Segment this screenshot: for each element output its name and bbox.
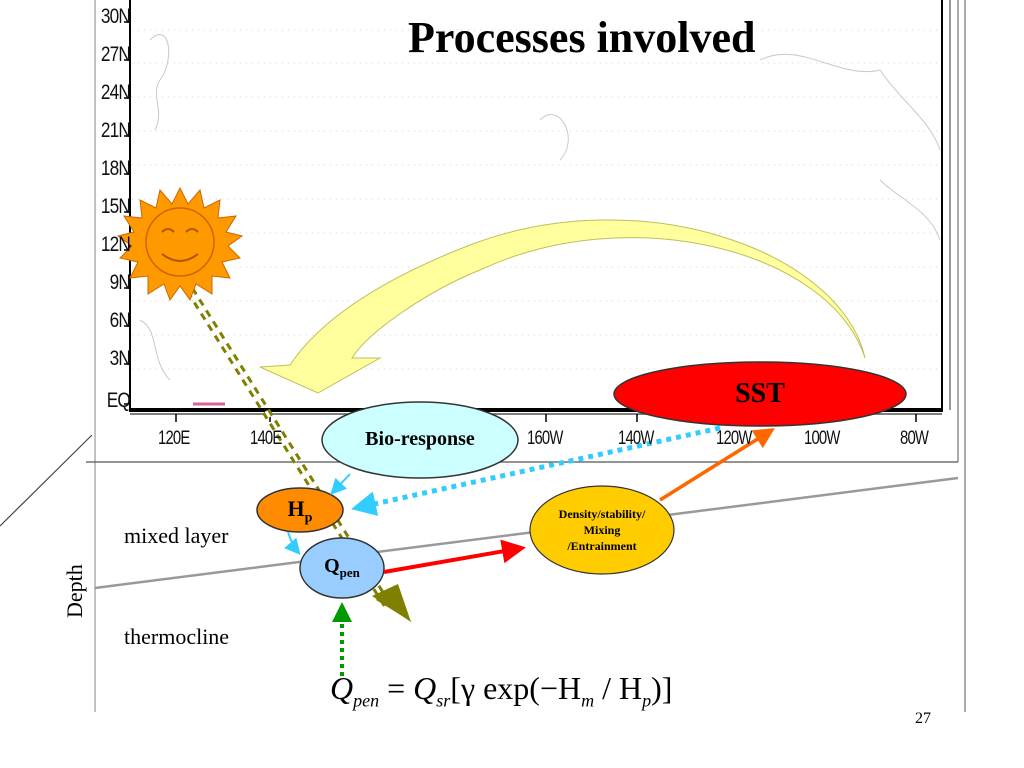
sst-ellipse bbox=[613, 361, 907, 427]
density-ellipse bbox=[529, 485, 675, 575]
eq-rest: [γ exp(−H bbox=[450, 670, 582, 706]
hp-main-text: H bbox=[287, 496, 305, 521]
hp-sub-text: p bbox=[304, 510, 313, 526]
qpen-ellipse bbox=[299, 537, 385, 599]
hp-to-qpen-arrow bbox=[284, 531, 301, 556]
density-to-sst-arrow bbox=[659, 428, 775, 502]
lat-label: 27N bbox=[100, 43, 131, 66]
lat-label: 3N bbox=[109, 347, 131, 370]
lon-label: 140E bbox=[250, 428, 282, 449]
qpen-equation: Qpen = Qsr[γ exp(−Hm / Hp)] bbox=[330, 670, 672, 711]
eq-equals: = bbox=[379, 670, 414, 706]
eq-q: Q bbox=[413, 670, 437, 706]
thermocline-boundary bbox=[94, 476, 959, 590]
bio-to-hp-arrow bbox=[330, 473, 351, 495]
lat-label: 21N bbox=[100, 119, 131, 142]
sun-icon bbox=[116, 186, 244, 302]
qpen-label: Qpen bbox=[302, 555, 382, 581]
map-grid bbox=[132, 29, 940, 370]
lat-label: 6N bbox=[109, 309, 131, 332]
hp-label: Hp bbox=[270, 496, 330, 526]
lon-label: 120W bbox=[716, 428, 752, 449]
bio-response-label: Bio-response bbox=[365, 428, 475, 450]
lat-label: 24N bbox=[100, 81, 131, 104]
lat-label: 9N bbox=[109, 271, 131, 294]
depth-label: Depth bbox=[62, 564, 87, 618]
density-label: Density/stability/ Mixing /Entrainment bbox=[532, 506, 672, 554]
ocean-slab-outline bbox=[0, 0, 966, 712]
lat-label: 30N bbox=[100, 5, 131, 28]
eq-lhs: Q bbox=[330, 670, 354, 706]
density-line-2: Mixing bbox=[583, 523, 621, 537]
eq-lhs-sub: pen bbox=[353, 690, 380, 711]
slide-title: Processes involved bbox=[408, 13, 756, 62]
qpen-sub-text: pen bbox=[339, 565, 360, 580]
eq-close: )] bbox=[651, 670, 673, 706]
lon-label: 80W bbox=[900, 428, 929, 449]
qpen-main-text: Q bbox=[324, 555, 340, 577]
qpen-to-density-arrow bbox=[383, 539, 526, 574]
sst-label: SST bbox=[735, 378, 785, 409]
lon-label: 120E bbox=[158, 428, 190, 449]
page-number: 27 bbox=[915, 710, 931, 727]
lat-label: 18N bbox=[100, 157, 131, 180]
coastlines bbox=[139, 34, 941, 381]
big-curved-arrow bbox=[259, 219, 866, 394]
lat-label: 12N bbox=[100, 233, 131, 256]
lat-label: EQ bbox=[106, 389, 131, 412]
lat-label: 15N bbox=[100, 195, 131, 218]
density-line-1: Density/stability/ bbox=[558, 507, 646, 521]
eq-q-sub: sr bbox=[436, 690, 451, 711]
thermocline-label: thermocline bbox=[124, 624, 230, 649]
lon-label: 160W bbox=[527, 428, 563, 449]
lon-label: 100W bbox=[804, 428, 840, 449]
eq-hp-sub: p bbox=[642, 690, 652, 711]
mixed-layer-label: mixed layer bbox=[124, 523, 229, 548]
bio-response-ellipse bbox=[321, 401, 519, 479]
solar-ray bbox=[186, 287, 412, 622]
eq-hm-sub: m bbox=[581, 690, 595, 711]
lon-label: 140W bbox=[618, 428, 654, 449]
hp-ellipse bbox=[256, 487, 344, 533]
sst-to-hp-arrow bbox=[351, 425, 721, 516]
eq-slash: / H bbox=[594, 670, 643, 706]
density-line-3: /Entrainment bbox=[567, 539, 637, 553]
